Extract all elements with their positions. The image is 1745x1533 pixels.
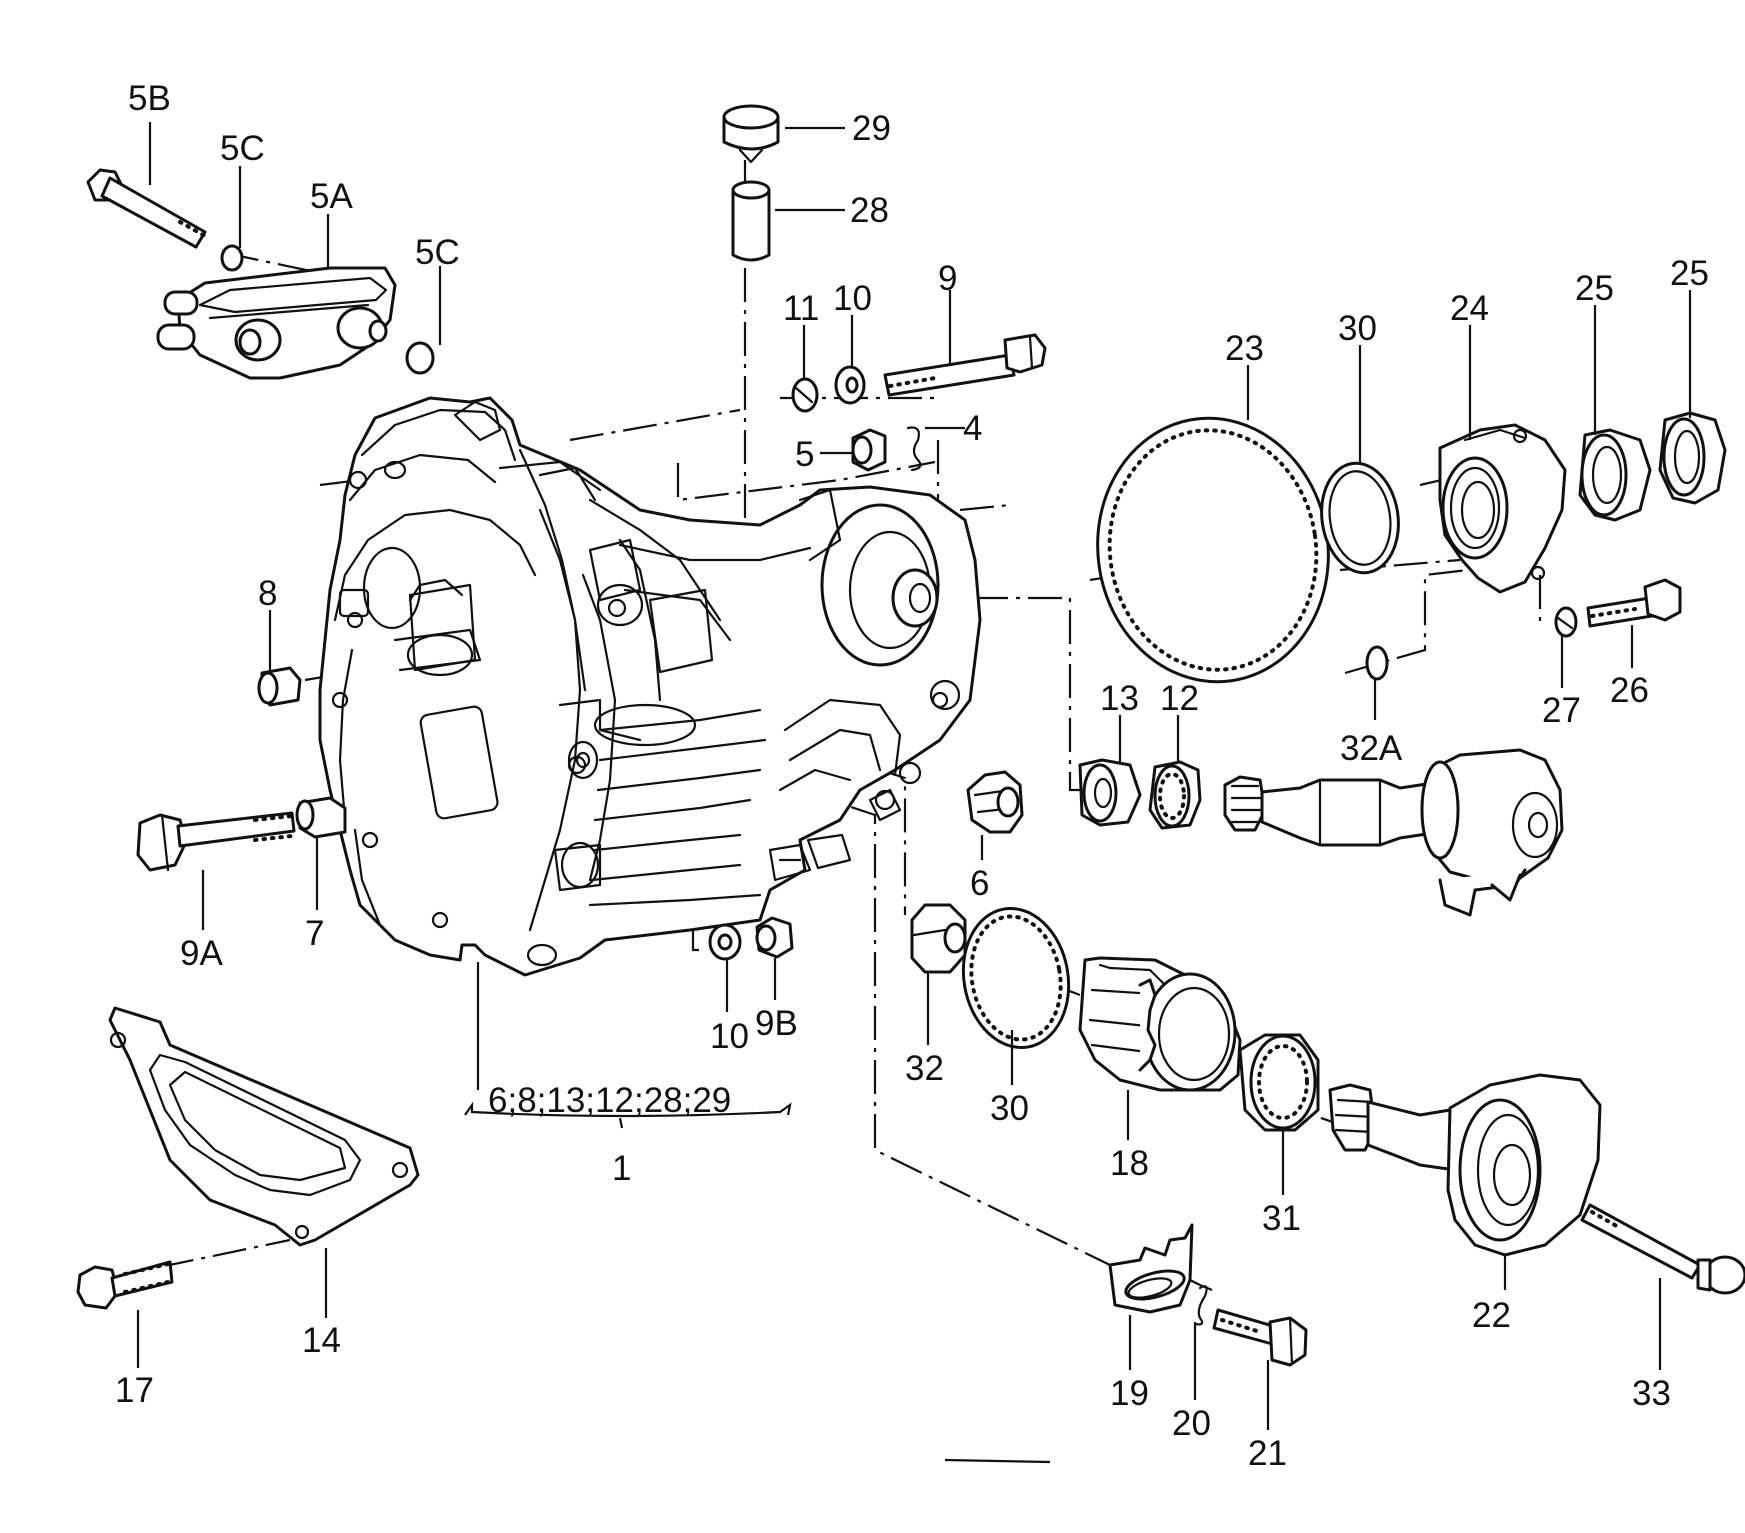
label-33: 33 — [1632, 1374, 1671, 1413]
label-31: 31 — [1262, 1199, 1301, 1238]
label-28: 28 — [850, 191, 889, 230]
label-9B: 9B — [755, 1004, 798, 1043]
label-22: 22 — [1472, 1296, 1511, 1335]
sleeve-18 — [1078, 956, 1242, 1092]
bolt-21 — [1212, 1308, 1308, 1367]
label-30-top: 30 — [1338, 309, 1377, 348]
label-13: 13 — [1100, 679, 1139, 718]
clip-20 — [1193, 1285, 1208, 1326]
label-9A: 9A — [180, 934, 223, 973]
boot-6 — [966, 770, 1024, 834]
label-19: 19 — [1110, 1374, 1149, 1413]
gasket-23 — [1096, 416, 1330, 684]
bolt-9 — [883, 333, 1047, 397]
transmission-housing-1 — [318, 396, 982, 977]
label-32A: 32A — [1340, 729, 1403, 768]
bushing-8 — [257, 666, 302, 707]
label-14: 14 — [302, 1321, 341, 1360]
label-7: 7 — [305, 914, 324, 953]
label-20: 20 — [1172, 1404, 1211, 1443]
needle-bearing-12 — [1148, 760, 1202, 830]
label-5: 5 — [795, 435, 814, 474]
nut-5 — [851, 428, 887, 472]
label-5B: 5B — [128, 79, 171, 118]
needle-bearing-31 — [1238, 1033, 1320, 1132]
lock-plate-19 — [1108, 1223, 1194, 1314]
label-17: 17 — [115, 1371, 154, 1410]
pinion-shaft — [1223, 748, 1564, 917]
label-29: 29 — [852, 109, 891, 148]
label-10-bottom: 10 — [710, 1017, 749, 1056]
bolt-17 — [76, 1260, 174, 1310]
washer-27 — [1554, 606, 1578, 638]
label-group-1: 6;8;13;12;28;29 — [488, 1081, 731, 1120]
label-4: 4 — [963, 409, 982, 448]
seal-30-bottom — [961, 906, 1071, 1050]
cover-plate-14 — [108, 1006, 420, 1247]
washer-10-top — [834, 365, 866, 405]
washer-10-bottom — [708, 923, 742, 961]
callout-labels: 5B 5C 5A 5C 29 28 11 10 9 5 4 8 23 30 24… — [115, 79, 1709, 1473]
sleeve-28 — [731, 180, 771, 262]
bearing-13 — [1078, 758, 1142, 827]
oil-line-5A — [156, 266, 435, 380]
flange-housing-24 — [1438, 423, 1567, 594]
bolt-26 — [1586, 578, 1682, 628]
label-5C-a: 5C — [220, 129, 265, 168]
label-21: 21 — [1248, 1434, 1287, 1473]
bushing-32 — [910, 903, 967, 974]
leader-lines — [136, 122, 1692, 1464]
label-1: 1 — [612, 1149, 631, 1188]
label-30-bottom: 30 — [990, 1089, 1029, 1128]
bearing-25-b — [1658, 411, 1727, 505]
label-25-a: 25 — [1575, 269, 1614, 308]
label-25-b: 25 — [1670, 254, 1709, 293]
label-10-top: 10 — [833, 279, 872, 318]
label-32: 32 — [905, 1049, 944, 1088]
lock-washer-11 — [791, 377, 819, 413]
clip-4 — [906, 426, 922, 472]
label-8: 8 — [258, 574, 277, 613]
label-9: 9 — [938, 259, 957, 298]
bearing-25-a — [1578, 428, 1652, 522]
label-12: 12 — [1160, 679, 1199, 718]
bolt-9A — [136, 811, 296, 872]
label-5A: 5A — [310, 177, 353, 216]
bolt-33 — [1580, 1203, 1745, 1295]
seal-30-top — [1320, 461, 1400, 575]
label-23: 23 — [1225, 329, 1264, 368]
cap-29 — [722, 104, 780, 164]
banjo-bolt-5B — [86, 168, 244, 272]
oring-32A — [1365, 645, 1389, 681]
label-5C-b: 5C — [415, 233, 460, 272]
label-27: 27 — [1542, 691, 1581, 730]
label-26: 26 — [1610, 671, 1649, 710]
label-11: 11 — [783, 289, 819, 328]
label-6: 6 — [970, 864, 989, 903]
drive-flange-shaft-22 — [1328, 1073, 1602, 1257]
nut-9B — [755, 916, 794, 959]
bushing-7 — [295, 796, 347, 839]
label-24: 24 — [1450, 289, 1489, 328]
label-18: 18 — [1110, 1144, 1149, 1183]
